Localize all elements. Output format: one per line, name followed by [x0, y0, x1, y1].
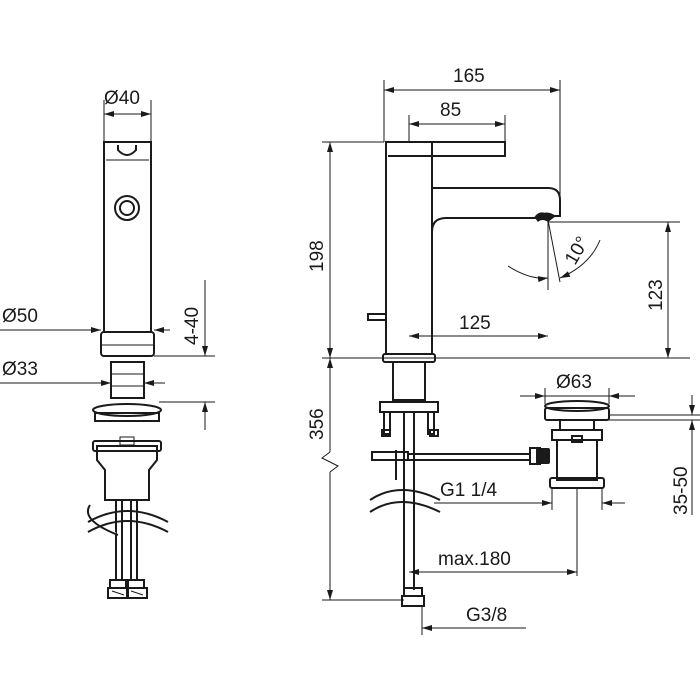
label-front-spout-reach: 125: [459, 313, 491, 334]
dimension-waste-range: 35-50: [594, 395, 700, 515]
dimension-front-height: 198: [307, 141, 384, 358]
label-waste-diameter: Ø63: [556, 372, 592, 393]
waste-assembly: [529, 400, 610, 489]
dimension-waste-thread: G1 1/4: [434, 480, 625, 510]
label-waste-range: 35-50: [671, 466, 692, 515]
dimension-side-diameter-shank: Ø33: [0, 359, 165, 386]
dimension-side-diameter-top: Ø40: [103, 88, 152, 142]
dimension-waste-max: max.180: [409, 488, 578, 576]
dimension-front-angle: 10°: [507, 219, 601, 290]
label-front-spout-height: 123: [646, 279, 667, 311]
label-front-height: 198: [307, 240, 328, 272]
dimension-side-diameter-base: Ø50: [0, 306, 170, 333]
dimension-front-lever-width: 85: [408, 100, 506, 142]
dimension-front-spout-height: 123: [548, 221, 680, 358]
pull-rod-linkage: [371, 451, 530, 461]
side-view: Ø40 Ø50: [0, 88, 215, 599]
side-shank: [110, 361, 145, 399]
label-side-diameter-base: Ø50: [2, 306, 38, 327]
dimension-waste-diameter: Ø63: [520, 372, 635, 404]
side-faucet-body: [103, 141, 152, 333]
label-front-below-deck: 356: [307, 408, 328, 440]
label-front-angle: 10°: [561, 233, 594, 268]
label-waste-thread: G1 1/4: [440, 480, 497, 501]
label-side-deck-range: 4-40: [182, 307, 203, 345]
label-side-diameter-top: Ø40: [104, 88, 140, 109]
label-side-diameter-shank: Ø33: [2, 359, 38, 380]
side-deck-nut: [92, 403, 162, 501]
dimension-front-below-deck: 356: [307, 358, 404, 601]
dimension-front-spout-reach: 125: [409, 313, 548, 339]
dimension-side-deck-range: 4-40: [154, 280, 215, 430]
dimension-front-total-width: 165: [383, 66, 561, 198]
label-front-total-width: 165: [453, 66, 485, 87]
label-supply-thread: G3/8: [466, 605, 507, 626]
front-hoses: [369, 489, 441, 607]
label-front-lever-width: 85: [440, 100, 461, 121]
front-view: 165 85 10°: [307, 66, 700, 635]
side-hoses: [87, 500, 169, 599]
dimension-supply-thread: G3/8: [421, 605, 526, 635]
label-waste-max: max.180: [438, 549, 511, 570]
side-base-flange: [100, 331, 155, 357]
front-shank: [379, 361, 439, 590]
